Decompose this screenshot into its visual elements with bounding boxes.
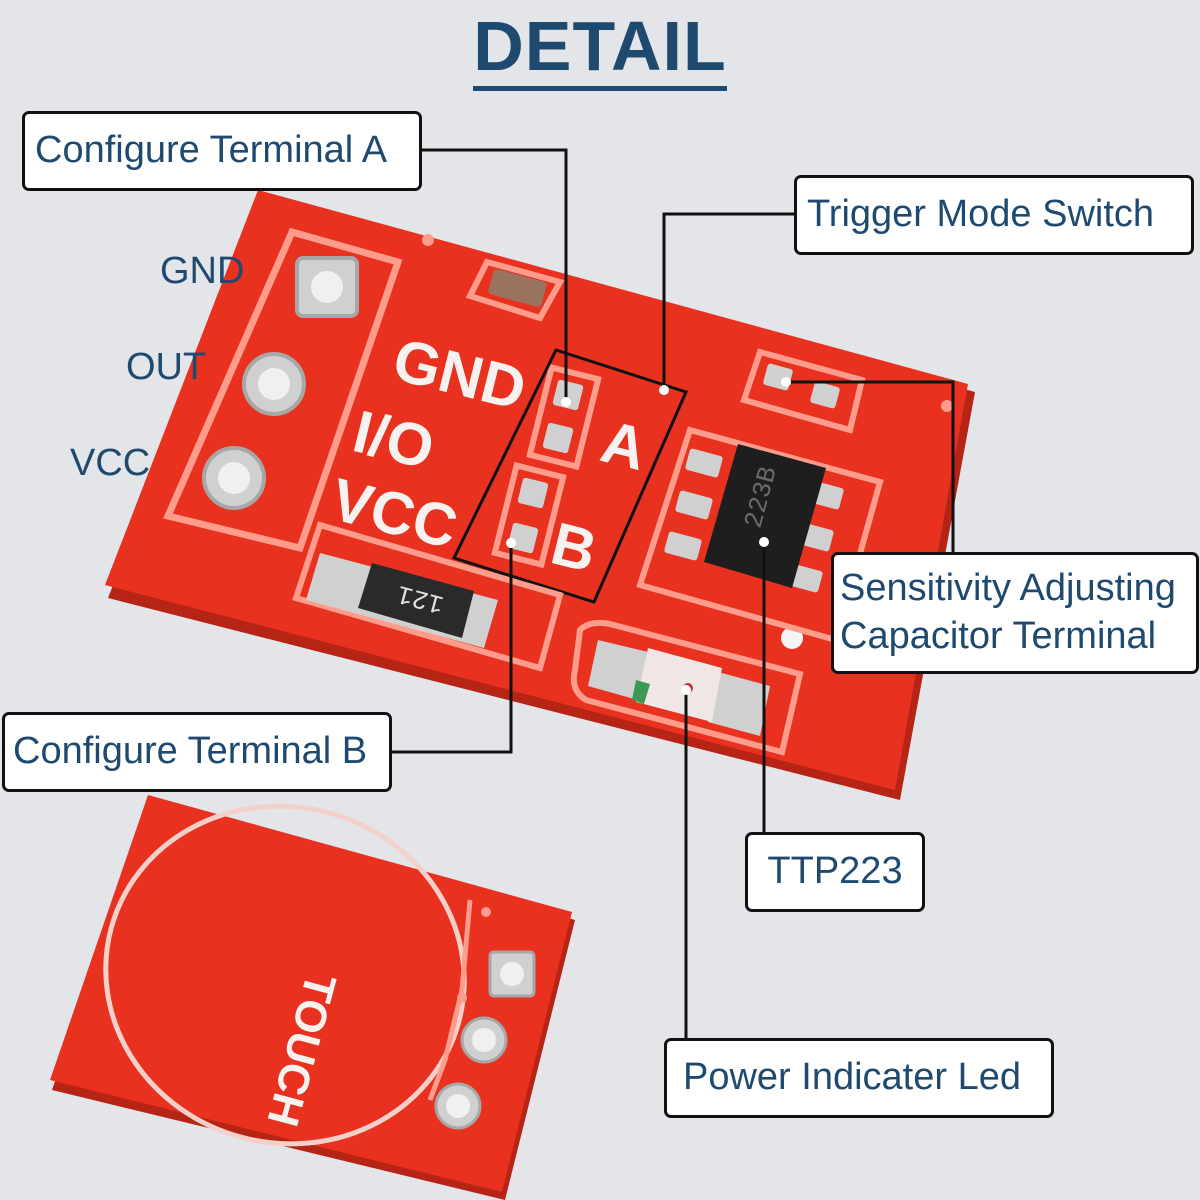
chip-leg <box>664 531 702 561</box>
callout-terminal-a: Configure Terminal A <box>22 111 422 191</box>
led-pad <box>588 640 648 700</box>
callout-ttp223: TTP223 <box>745 832 925 912</box>
leader-terminal-b <box>390 545 513 754</box>
leader-lines <box>390 148 955 1040</box>
via-hole <box>481 907 491 917</box>
jumper-highlight <box>451 348 689 604</box>
smd-resistor <box>358 563 474 638</box>
leader-dot <box>781 377 791 387</box>
callout-power-led: Power Indicater Led <box>664 1038 1054 1118</box>
via-hole <box>781 627 803 649</box>
callout-trigger-mode: Trigger Mode Switch <box>794 175 1194 255</box>
callout-ttp223-text: TTP223 <box>767 850 903 893</box>
chip-leg <box>675 490 713 520</box>
pin-label-gnd: GND <box>160 250 245 292</box>
callout-trigger-mode-text: Trigger Mode Switch <box>807 193 1155 236</box>
leader-dot <box>659 385 669 395</box>
jumper-a-pad <box>542 422 574 454</box>
jumper-b-pad <box>517 477 549 509</box>
leader-sensitivity <box>786 380 955 555</box>
jumper-b-pad <box>507 522 539 554</box>
touch-trace <box>427 899 473 1101</box>
pin-hole <box>446 1094 470 1118</box>
pin-hole <box>218 462 250 494</box>
pin-label-vcc: VCC <box>70 442 151 484</box>
jumper-a-outline <box>526 363 602 471</box>
via-hole <box>422 234 434 246</box>
leader-dot <box>681 685 691 695</box>
main-pcb: GND I/O VCC A B 223B 121 <box>105 190 975 800</box>
power-led <box>636 648 722 722</box>
resistor-outline <box>292 521 564 672</box>
pin-hole <box>311 271 343 303</box>
led-marker <box>632 680 650 704</box>
cap-terminal-pad <box>810 381 840 409</box>
capacitor-outline <box>465 258 565 322</box>
via-hole <box>941 400 953 412</box>
touch-pad-ring <box>103 803 467 1147</box>
touch-pcb: TOUCH <box>50 795 575 1200</box>
jumper-b-outline <box>491 461 567 569</box>
cap-terminal-outline <box>740 348 866 434</box>
leader-dot <box>561 397 571 407</box>
title-text: DETAIL <box>473 6 727 91</box>
leader-trigger-mode <box>662 212 796 385</box>
callout-terminal-b: Configure Terminal B <box>2 712 392 792</box>
leader-dot <box>759 537 769 547</box>
pin-header-outline <box>163 227 403 553</box>
leader-dot <box>506 538 516 548</box>
callout-terminal-b-text: Configure Terminal B <box>13 730 368 773</box>
pin-hole <box>500 962 524 986</box>
callout-sensitivity-line1: Sensitivity Adjusting <box>840 567 1176 609</box>
page-title: DETAIL <box>0 6 1200 91</box>
pin-hole <box>258 368 290 400</box>
leader-terminal-a <box>420 148 568 398</box>
callout-sensitivity-line2: Capacitor Terminal <box>840 615 1157 657</box>
pin-hole <box>472 1028 496 1052</box>
callout-terminal-a-text: Configure Terminal A <box>35 129 388 172</box>
pin-label-out: OUT <box>126 346 207 388</box>
led-pad <box>708 672 770 736</box>
jumper-a-pad <box>552 379 584 411</box>
via-hole <box>457 993 467 1003</box>
callout-sensitivity: Sensitivity Adjusting Capacitor Terminal <box>831 552 1199 674</box>
smd-capacitor <box>488 269 547 307</box>
chip-leg <box>685 448 723 478</box>
callout-power-led-text: Power Indicater Led <box>683 1056 1021 1099</box>
ttp223-chip <box>704 444 826 588</box>
led-outline <box>570 619 804 756</box>
